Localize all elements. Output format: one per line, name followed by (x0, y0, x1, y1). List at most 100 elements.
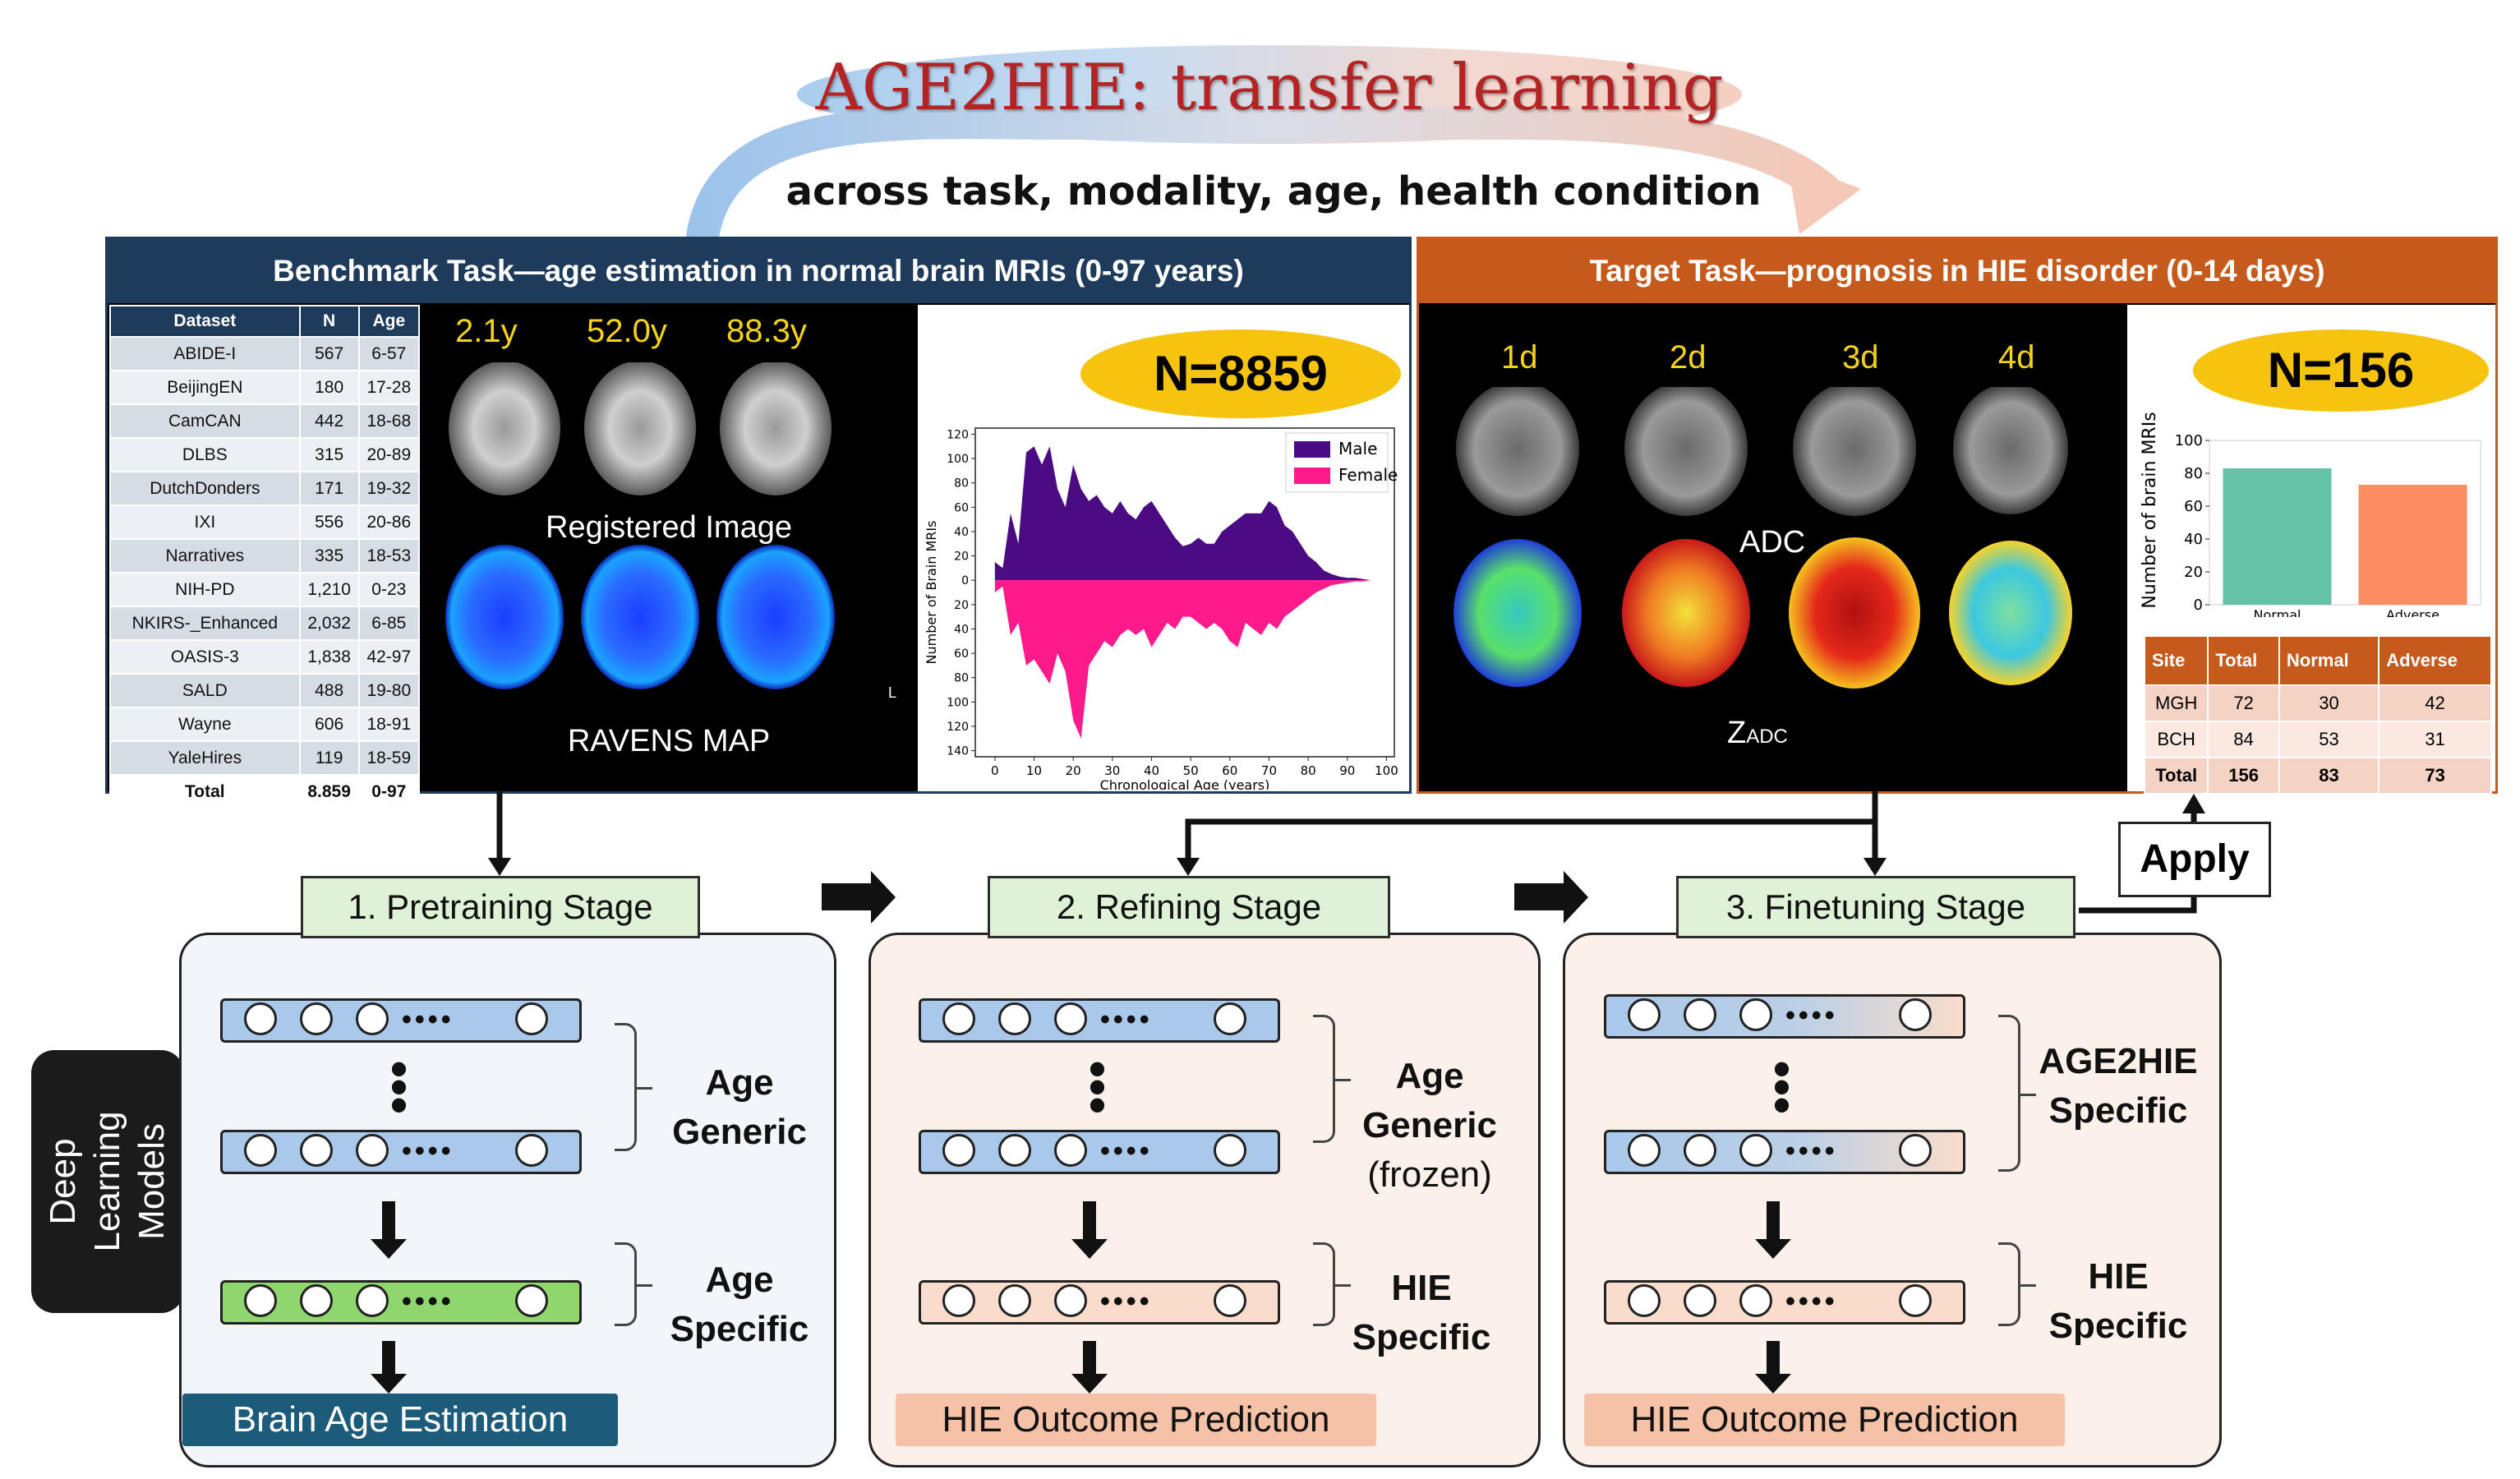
dataset-age-cell: 19-32 (357, 471, 421, 506)
adc-label: ADC (1739, 525, 1806, 560)
site-header-cell: Normal (2278, 635, 2380, 686)
dataset-name-cell: YaleHires (109, 740, 301, 776)
dataset-name-cell: Narratives (109, 538, 301, 574)
bar-normal (2223, 468, 2332, 605)
dataset-name-cell: Wayne (109, 707, 301, 742)
site-cell: 73 (2378, 757, 2492, 795)
benchmark-title: Benchmark Task—age estimation in normal … (108, 239, 1409, 303)
gray-brain-1 (449, 362, 560, 495)
col-age: Age (357, 305, 421, 338)
bar-y-tick-label: 20 (2184, 564, 2203, 581)
dataset-name-cell: SALD (109, 673, 301, 708)
dataset-n-cell: 180 (298, 370, 360, 405)
dataset-total-cell: 0-97 (357, 774, 421, 809)
dataset-n-cell: 1,838 (298, 639, 360, 675)
brain-images (445, 362, 835, 689)
site-cell: BCH (2143, 721, 2209, 758)
dataset-age-cell: 20-89 (357, 437, 421, 472)
deep-learning-models-label: Deep Learning Models (31, 1050, 184, 1313)
bar-y-tick-label: 100 (2175, 432, 2203, 449)
x-axis-label: Chronological Age (years) (1100, 777, 1270, 790)
site-cell: MGH (2143, 684, 2209, 722)
day-label-3: 3d (1842, 339, 1879, 376)
y-tick-label: 40 (954, 623, 969, 636)
y-tick-label: 80 (954, 477, 969, 491)
site-cell: 83 (2278, 757, 2380, 795)
y-tick-label: 100 (947, 696, 969, 709)
s2-bracket-specific (1313, 1242, 1351, 1326)
site-header-cell: Site (2143, 635, 2209, 686)
x-tick-label: 20 (1066, 763, 1081, 778)
s3-arrow-1 (1755, 1201, 1791, 1259)
adc-brain-3 (1793, 387, 1916, 516)
y-tick-label: 40 (954, 526, 969, 539)
side-label-line-1: Deep (43, 1138, 83, 1225)
dataset-name-cell: NKIRS-_Enhanced (109, 606, 301, 641)
gray-brain-2 (584, 362, 696, 495)
day-label-1: 1d (1501, 339, 1538, 376)
bar-y-tick-label: 0 (2194, 597, 2203, 614)
benchmark-panel: Benchmark Task—age estimation in normal … (105, 237, 1412, 809)
hie-brain-images (1453, 387, 2072, 689)
x-tick-label: 80 (1301, 763, 1316, 778)
zadc-label: ZADC (1727, 716, 1788, 750)
s1-bracket-specific (615, 1242, 652, 1326)
dataset-age-cell: 17-28 (357, 370, 421, 405)
s2-layer-mid: •••• (919, 1130, 1280, 1174)
dataset-age-cell: 18-53 (357, 538, 421, 574)
s3-output-label: HIE Outcome Prediction (1584, 1394, 2065, 1446)
y-tick-label: 80 (954, 672, 969, 685)
pretraining-stage-label: 1. Pretraining Stage (301, 876, 700, 938)
series-area-female (994, 580, 1371, 739)
site-cell: 30 (2278, 684, 2380, 722)
s1-layer-top: •••• (220, 998, 582, 1043)
title-arc (686, 106, 1861, 246)
adc-brain-2 (1624, 387, 1748, 516)
s1-output-label: Brain Age Estimation (182, 1394, 618, 1446)
bar-category-label: Adverse (2386, 607, 2439, 617)
s3-bracket-specific (1998, 1242, 2036, 1326)
s1-vertical-dots: ••• (390, 1041, 408, 1132)
s3-vertical-dots: ••• (1773, 1041, 1791, 1132)
x-tick-label: 40 (1144, 763, 1159, 778)
x-tick-label: 50 (1183, 763, 1199, 778)
s1-layer-specific: •••• (220, 1280, 582, 1325)
s2-arrow-1 (1071, 1201, 1108, 1259)
x-tick-label: 90 (1339, 763, 1355, 778)
dataset-n-cell: 119 (298, 740, 360, 776)
x-tick-label: 100 (1375, 763, 1398, 778)
dataset-age-cell: 20-86 (357, 505, 421, 540)
age-label-3: 88.3y (726, 313, 807, 349)
y-tick-label: 140 (947, 745, 969, 758)
dataset-age-cell: 18-59 (357, 740, 421, 776)
target-title: Target Task—prognosis in HIE disorder (0… (1419, 239, 2495, 303)
y-axis-label: Number of Brain MRIs (924, 521, 939, 665)
legend-label: Male (1338, 439, 1377, 458)
target-n-badge: N=156 (2193, 329, 2489, 412)
y-tick-label: 20 (954, 599, 969, 612)
zadc-brain-3 (1789, 537, 1920, 689)
x-tick-label: 60 (1222, 763, 1237, 778)
series-area-male (994, 446, 1371, 581)
gray-brain-3 (720, 362, 832, 495)
refining-stage-label: 2. Refining Stage (988, 876, 1390, 938)
registered-images: 2.1y 52.0y 88.3y Registered Image RAVENS… (422, 305, 915, 790)
dataset-n-cell: 315 (298, 437, 360, 472)
legend-label: Female (1338, 465, 1398, 485)
site-cell: 42 (2378, 684, 2492, 722)
ravens-map-label: RAVENS MAP (567, 724, 771, 758)
dataset-name-cell: NIH-PD (109, 572, 301, 607)
